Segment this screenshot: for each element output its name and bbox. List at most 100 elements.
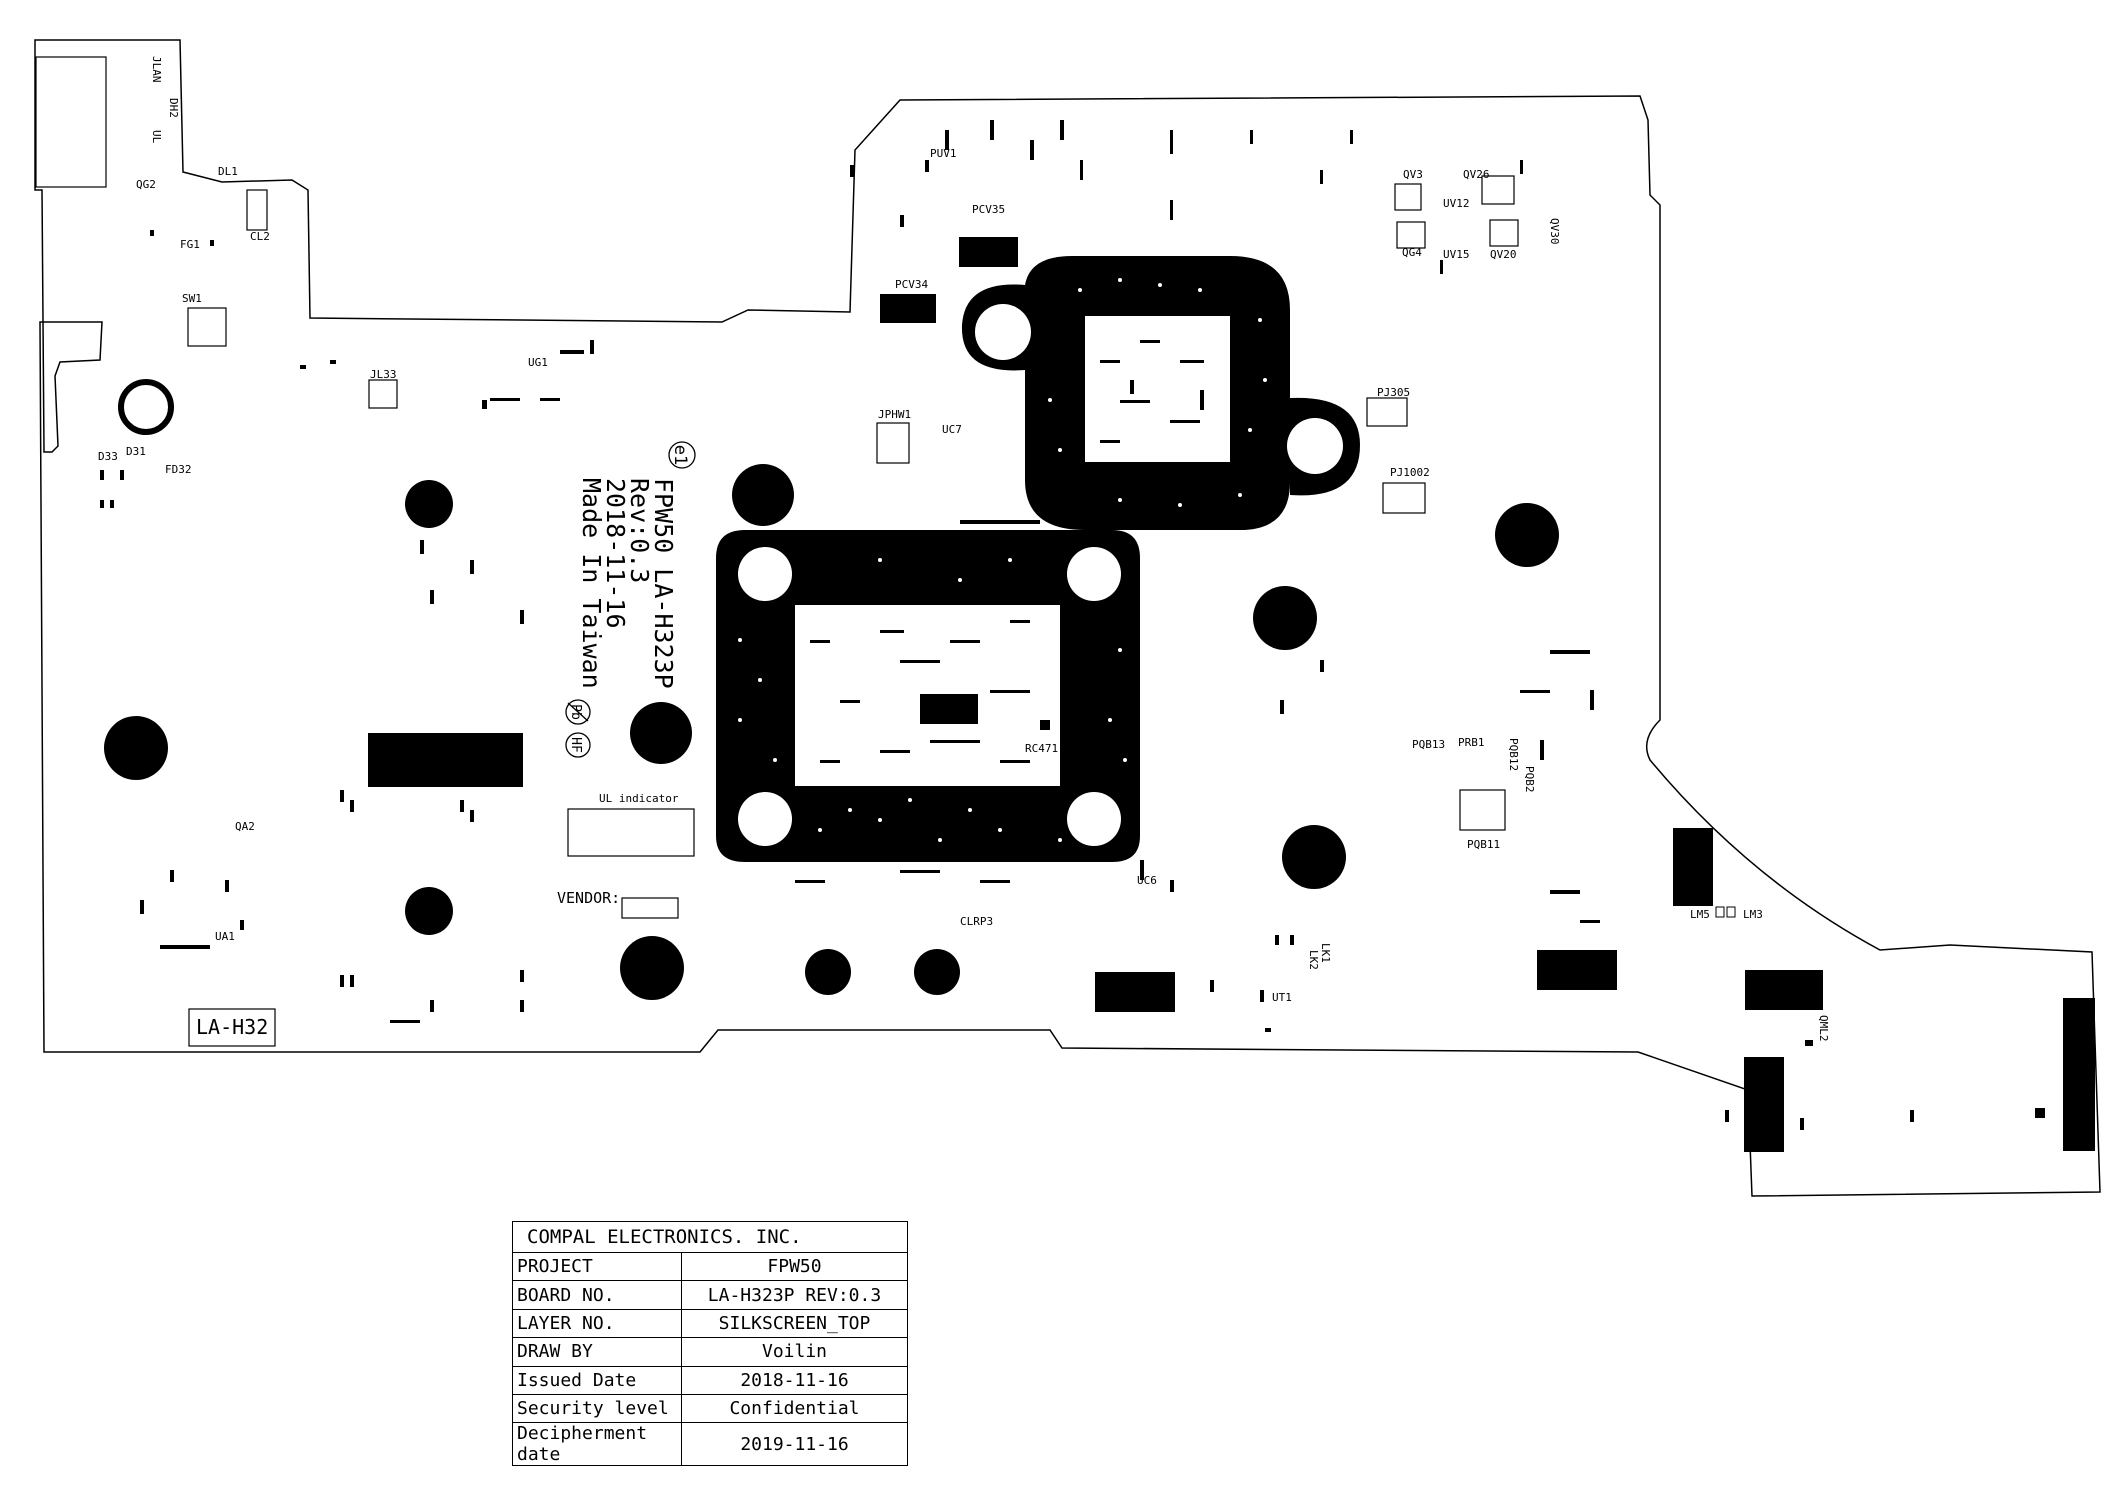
marking-line-4: Made In Taiwan: [577, 478, 606, 689]
refdes-lk1: LK1: [1319, 943, 1332, 963]
mounting-hole-7: [805, 949, 851, 995]
refdes-qml2: QML2: [1817, 1015, 1830, 1042]
refdes-pqb12: PQB12: [1507, 738, 1520, 771]
title-value: 2019-11-16: [681, 1422, 907, 1466]
lm-pad-1: [1715, 906, 1725, 918]
title-value: Confidential: [681, 1393, 907, 1423]
cpu-hole-4: [1067, 792, 1121, 846]
title-row: BOARD NO.LA-H323P REV:0.3: [513, 1280, 907, 1310]
title-row: LAYER NO.SILKSCREEN_TOP: [513, 1308, 907, 1338]
ul-indicator-label: UL indicator: [599, 792, 679, 805]
hf-logo: [565, 732, 591, 758]
refdes-uc6: UC6: [1137, 874, 1157, 887]
refdes-pqb11: PQB11: [1467, 838, 1500, 851]
refdes-d33: D33: [98, 450, 118, 463]
refdes-qg2: QG2: [136, 178, 156, 191]
title-key: DRAW BY: [513, 1337, 682, 1367]
cpu-hole-3: [738, 792, 792, 846]
mounting-hole-6: [620, 936, 684, 1000]
lm-pad-2: [1726, 906, 1736, 918]
title-key: LAYER NO.: [513, 1308, 682, 1338]
refdes-ug1: UG1: [528, 356, 548, 369]
block-6: [2063, 998, 2095, 1151]
refdes-ul: UL: [150, 130, 163, 144]
title-key: Issued Date: [513, 1365, 682, 1395]
refdes-puv1: PUV1: [930, 147, 957, 160]
refdes-prb1: PRB1: [1458, 736, 1485, 749]
refdes-qv20: QV20: [1490, 248, 1517, 261]
refdes-dl1: DL1: [218, 165, 238, 178]
refdes-d31: D31: [126, 445, 146, 458]
refdes-lm3: LM3: [1743, 908, 1763, 921]
refdes-pj305: PJ305: [1377, 386, 1410, 399]
marking-line-3: 2018-11-16: [601, 478, 630, 629]
mounting-hole-4: [630, 702, 692, 764]
ring-hole: [118, 379, 174, 435]
title-value: LA-H323P REV:0.3: [681, 1280, 907, 1310]
corner-tag: LA-H32: [196, 1015, 268, 1039]
refdes-jl33: JL33: [370, 368, 397, 381]
refdes-pcv34: PCV34: [895, 278, 928, 291]
title-key: BOARD NO.: [513, 1280, 682, 1310]
mounting-hole-5: [732, 464, 794, 526]
refdes-jlan: JLAN: [150, 56, 163, 83]
title-row: PROJECT FPW50: [513, 1253, 907, 1281]
silkscreen-dots: [100, 120, 2045, 1130]
mounting-hole-2: [405, 480, 453, 528]
refdes-fd32: FD32: [165, 463, 192, 476]
refdes-rc471: RC471: [1025, 742, 1058, 755]
block-1: [1095, 972, 1175, 1012]
refdes-qv3: QV3: [1403, 168, 1423, 181]
block-5: [1744, 1057, 1784, 1152]
gpu-keepout-frame: [961, 256, 1360, 530]
via-dots: [738, 278, 1267, 842]
block-3: [1673, 828, 1713, 906]
refdes-pqb2: PQB2: [1523, 766, 1536, 793]
refdes-ua1: UA1: [215, 930, 235, 943]
pb-free-logo: [565, 699, 591, 725]
refdes-cl2: CL2: [250, 230, 270, 243]
refdes-uv12: UV12: [1443, 197, 1470, 210]
e1-logo-text: e1: [670, 445, 690, 465]
title-key: Decipherment date: [513, 1422, 682, 1466]
refdes-labels: JLAN DH2 UL QG2 DL1 FG1 CL2 SW1 UG1 JL33…: [98, 56, 1830, 1042]
gpu-hole-2: [1287, 418, 1343, 474]
marking-line-2: Rev:0.3: [625, 478, 654, 583]
title-value: SILKSCREEN_TOP: [681, 1308, 907, 1338]
title-key: PROJECT: [513, 1253, 682, 1281]
mounting-hole-10: [1282, 825, 1346, 889]
hf-logo-text: HF: [568, 737, 583, 753]
vendor-label: VENDOR:: [557, 889, 620, 907]
block-cpu-center: [920, 694, 978, 724]
mounting-hole-8: [914, 949, 960, 995]
mounting-hole-3: [405, 887, 453, 935]
pb-free-logo-text: Pb: [568, 704, 583, 720]
board-outline: [34, 39, 2101, 1197]
marking-line-1: FPW50 LA-H323P: [649, 478, 678, 689]
block-4: [1745, 970, 1823, 1010]
refdes-qv26: QV26: [1463, 168, 1490, 181]
cpu-hole-1: [738, 547, 792, 601]
refdes-qv30: QV30: [1548, 218, 1561, 245]
refdes-lk2: LK2: [1307, 950, 1320, 970]
block-memory: [368, 733, 523, 787]
footprints: [35, 56, 1519, 1047]
block-2: [1537, 950, 1617, 990]
title-value: FPW50: [767, 1256, 822, 1278]
mounting-hole-9: [1253, 586, 1317, 650]
refdes-uc7: UC7: [942, 423, 962, 436]
refdes-pj1002: PJ1002: [1390, 466, 1430, 479]
refdes-qa2: QA2: [235, 820, 255, 833]
refdes-pqb13: PQB13: [1412, 738, 1445, 751]
block-pcv34: [880, 294, 936, 323]
cpu-hole-2: [1067, 547, 1121, 601]
refdes-jphw1: JPHW1: [878, 408, 911, 421]
mounting-hole-11: [1495, 503, 1559, 567]
refdes-sw1: SW1: [182, 292, 202, 305]
title-block-table: PROJECT FPW50 BOARD NO.LA-H323P REV:0.3 L…: [513, 1253, 907, 1466]
